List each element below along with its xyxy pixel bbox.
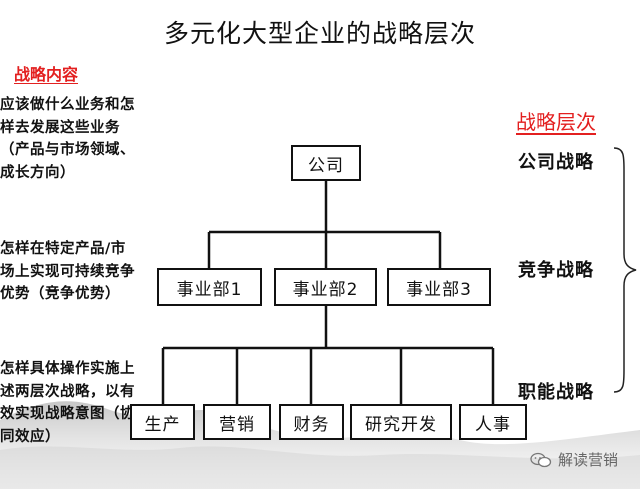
watermark-text: 解读营销 bbox=[558, 451, 619, 469]
level-functional: 职能战略 bbox=[518, 382, 594, 403]
node-business-unit-3: 事业部3 bbox=[387, 268, 491, 306]
page-title: 多元化大型企业的战略层次 bbox=[163, 19, 476, 48]
wechat-icon bbox=[530, 452, 552, 467]
node-business-unit-1: 事业部1 bbox=[157, 268, 262, 306]
node-function-hr: 人事 bbox=[459, 404, 527, 440]
level-competitive: 竞争战略 bbox=[518, 260, 594, 281]
content-block-competitive: 怎样在特定产品/市场上实现可持续竞争优势（竞争优势） bbox=[0, 241, 135, 302]
strategy-content-heading: 战略内容 bbox=[14, 65, 79, 84]
node-function-production: 生产 bbox=[130, 404, 195, 440]
level-corporate: 公司战略 bbox=[518, 152, 594, 173]
content-block-corporate: 应该做什么业务和怎样去发展这些业务（产品与市场领域、成长方向） bbox=[0, 97, 135, 181]
node-function-finance: 财务 bbox=[279, 404, 344, 440]
content-block-functional: 怎样具体操作实施上述两层次战略，以有效实现战略意图（协同效应） bbox=[0, 361, 135, 445]
node-business-unit-2: 事业部2 bbox=[274, 268, 377, 306]
node-company: 公司 bbox=[291, 145, 361, 181]
node-function-marketing: 营销 bbox=[203, 404, 271, 440]
strategy-level-heading: 战略层次 bbox=[516, 110, 596, 134]
right-brace bbox=[613, 147, 637, 393]
watermark: 解读营销 bbox=[530, 449, 618, 470]
node-function-rnd: 研究开发 bbox=[350, 404, 452, 440]
